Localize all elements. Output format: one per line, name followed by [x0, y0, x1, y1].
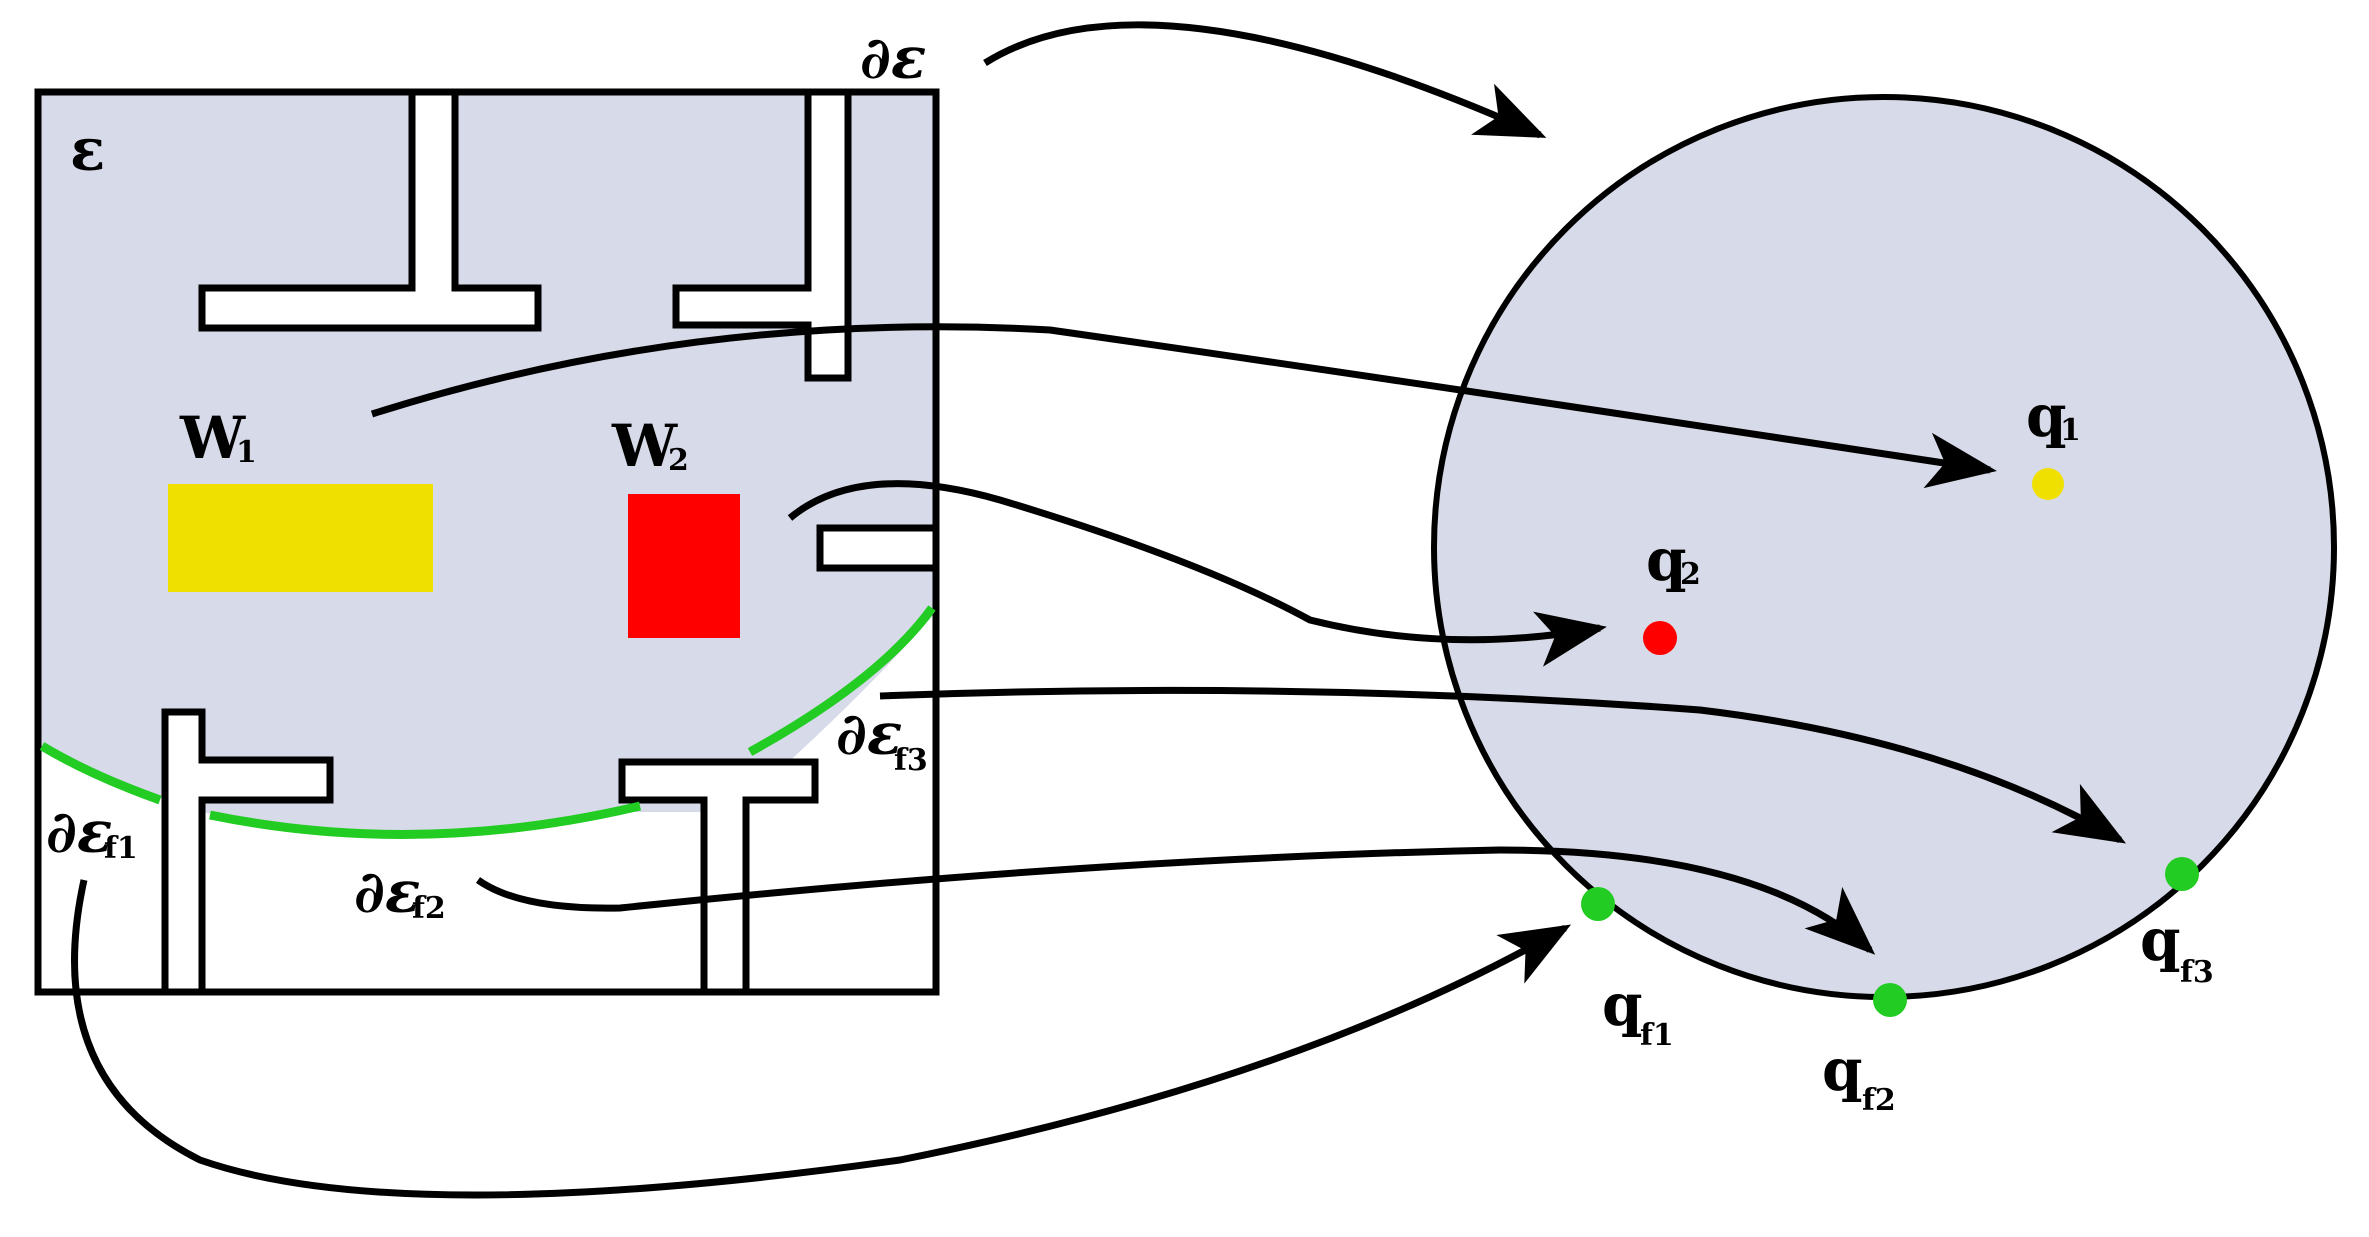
bf3-sub: f3 — [894, 743, 928, 778]
qf3-label: q — [2140, 906, 2181, 974]
target-disk — [1431, 94, 2337, 1000]
obstacle-right-notch — [816, 524, 940, 572]
arrow-w2 — [787, 480, 1607, 667]
q1-sub: 1 — [2060, 413, 2081, 448]
domain-label: ε — [70, 116, 105, 184]
obstacle-top-left-t — [198, 88, 542, 332]
qf1-label: q — [1602, 971, 1643, 1039]
q2-point — [1643, 621, 1677, 655]
w2-sub: 2 — [668, 443, 689, 478]
qf2-point — [1873, 983, 1907, 1017]
qf1-sub: f1 — [1640, 1018, 1674, 1053]
qf2-sub: f2 — [1862, 1083, 1896, 1118]
free-boundary-f1 — [39, 742, 162, 805]
workspace-region — [34, 88, 940, 996]
boundary-label: ∂ε — [860, 24, 926, 92]
arrow-f3 — [879, 686, 2127, 844]
workspace-outline-bottom — [38, 92, 940, 996]
qf3-sub: f3 — [2180, 955, 2214, 990]
arrow-boundary — [983, 21, 1547, 139]
obstacle-top-right-l — [672, 88, 852, 382]
bf2-label: ∂ε — [354, 858, 420, 926]
q2-sub: 2 — [1680, 557, 1701, 592]
bf2-sub: f2 — [412, 891, 446, 926]
obstacle-bottom-pocket — [202, 812, 704, 992]
w1-rect — [168, 484, 433, 592]
arrow-f2 — [475, 846, 1876, 955]
bf1-label: ∂ε — [46, 798, 112, 866]
q2-label: q — [1646, 526, 1687, 594]
qf2-label: q — [1822, 1036, 1863, 1104]
w1-sub: 1 — [236, 435, 257, 470]
qf3-point — [2165, 857, 2199, 891]
obstacle-bottom-left-gap — [38, 745, 165, 992]
w1-label: W — [179, 404, 246, 472]
free-boundary-f3 — [747, 605, 936, 756]
qf1-point — [1581, 887, 1615, 921]
w2-label: W — [611, 412, 678, 480]
w2-rect — [628, 494, 740, 638]
bf3-label: ∂ε — [836, 700, 902, 768]
q1-point — [2032, 468, 2064, 500]
bf1-sub: f1 — [104, 831, 138, 866]
q1-label: q — [2026, 382, 2067, 450]
obstacle-bottom-right-pocket — [746, 612, 936, 992]
arrow-f1 — [71, 879, 1572, 1199]
free-boundary-f2 — [209, 801, 642, 839]
arrow-w1 — [370, 323, 1997, 489]
